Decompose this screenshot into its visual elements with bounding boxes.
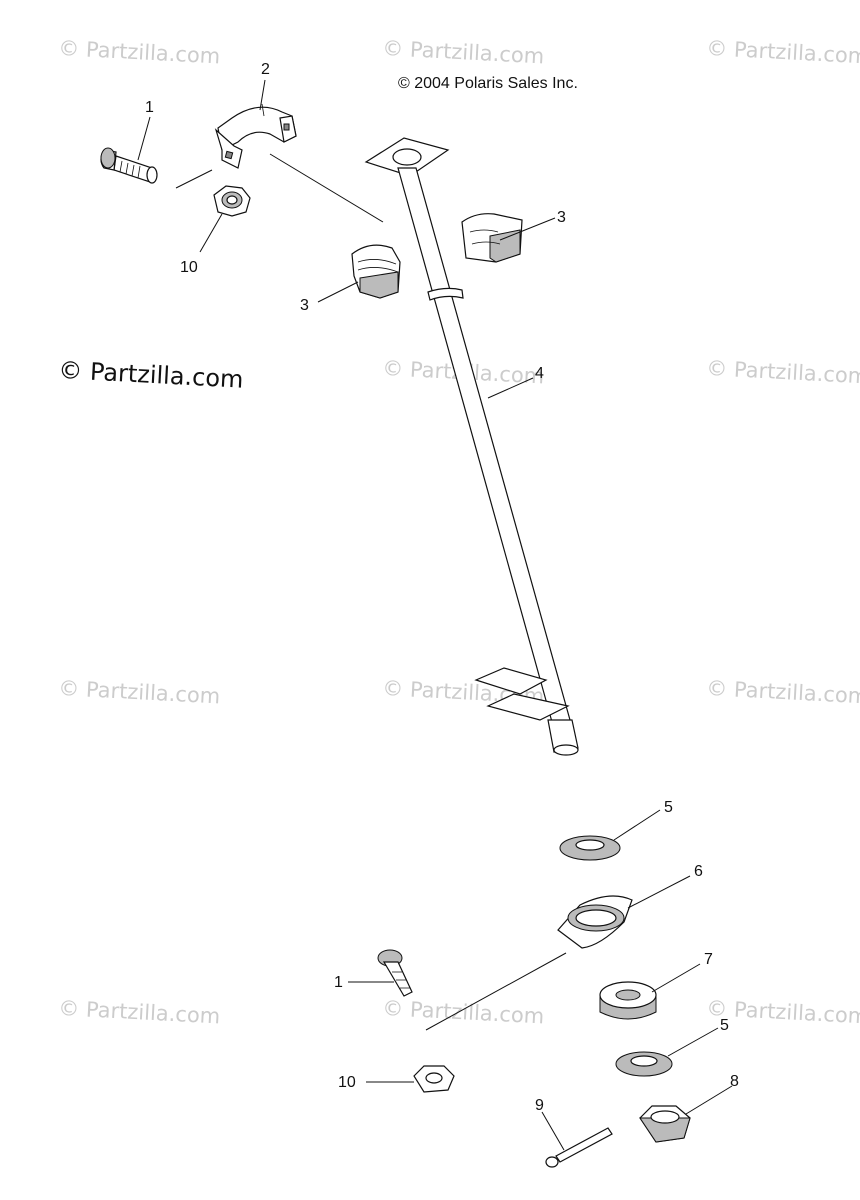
watermark: © Partzilla.com [58, 676, 221, 708]
leader-lines [137, 79, 733, 1151]
bearing [599, 981, 657, 1020]
callout-10: 10 [338, 1074, 356, 1091]
bushing-right [461, 213, 523, 263]
callout-5: 5 [664, 799, 673, 816]
watermark: © Partzilla.com [58, 996, 221, 1028]
copyright-text: © 2004 Polaris Sales Inc. [398, 75, 578, 92]
callout-3: 3 [557, 209, 566, 226]
bolt-bottom [377, 949, 413, 997]
steering-post [364, 137, 579, 756]
callout-9: 9 [535, 1097, 544, 1114]
watermarks: © Partzilla.com © Partzilla.com © Partzi… [58, 36, 860, 1028]
bushing-left [351, 244, 401, 299]
callout-4: 4 [535, 365, 544, 382]
bearing-cup [557, 895, 633, 949]
callout-8: 8 [730, 1073, 739, 1090]
watermark: © Partzilla.com [58, 36, 221, 68]
nut-top [213, 185, 251, 217]
washer-top [559, 835, 621, 861]
callout-6: 6 [694, 863, 703, 880]
callout-7: 7 [704, 951, 713, 968]
watermark: © Partzilla.com [706, 676, 860, 708]
watermark-main: © Partzilla.com [58, 356, 244, 394]
cotter-pin [545, 1127, 613, 1168]
nut-bottom [413, 1065, 455, 1093]
callout-2: 2 [261, 61, 270, 78]
clamp-bracket [214, 103, 297, 169]
watermark: © Partzilla.com [706, 356, 860, 388]
watermark: © Partzilla.com [382, 36, 545, 68]
callouts: 1 2 3 3 4 10 5 6 7 5 8 9 1 10 [145, 61, 739, 1114]
callout-1: 1 [145, 99, 154, 116]
watermark: © Partzilla.com [382, 996, 545, 1028]
washer-bottom [615, 1051, 673, 1077]
watermark: © Partzilla.com [706, 36, 860, 68]
callout-5: 5 [720, 1017, 729, 1034]
callout-3: 3 [300, 297, 309, 314]
callout-1: 1 [334, 974, 343, 991]
callout-10: 10 [180, 259, 198, 276]
bolt-top [100, 147, 158, 184]
castle-nut [639, 1105, 691, 1143]
